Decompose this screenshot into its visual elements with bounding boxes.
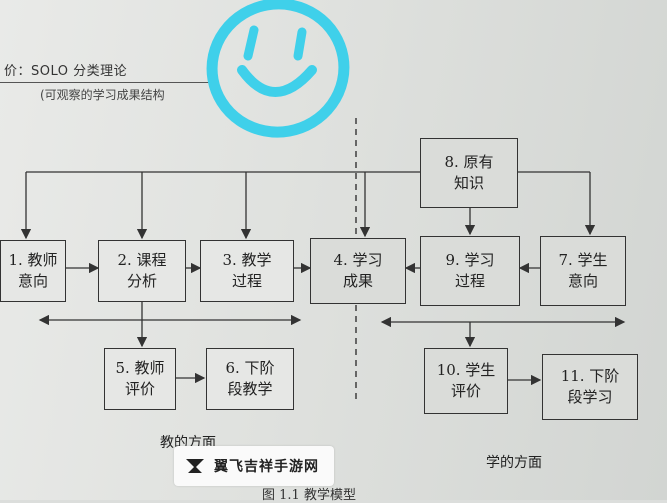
box-curriculum-analysis: 2. 课程 分析 — [98, 240, 186, 302]
smiley-face-icon — [206, 0, 350, 138]
box-teacher-evaluation: 5. 教师 评价 — [104, 348, 176, 410]
box-prior-knowledge: 8. 原有 知识 — [420, 138, 518, 208]
box-teaching-process: 3. 教学 过程 — [200, 240, 294, 302]
watermark-text: 翼飞吉祥手游网 — [214, 459, 319, 475]
box-learning-process: 9. 学习 过程 — [420, 236, 520, 306]
box-student-intention: 7. 学生 意向 — [540, 236, 626, 306]
figure-caption: 图 1.1 教学模型 — [262, 488, 356, 503]
section-header-title: 价：SOLO 分类理论 — [4, 64, 128, 79]
site-watermark: 翼飞吉祥手游网 — [174, 446, 334, 486]
box-student-evaluation: 10. 学生 评价 — [424, 348, 508, 414]
box-learning-outcome: 4. 学习 成果 — [310, 238, 406, 304]
box-next-stage-learning: 11. 下阶 段学习 — [542, 354, 638, 420]
header-divider — [0, 82, 215, 83]
brand-logo-icon — [186, 459, 204, 473]
section-header-subtitle: (可观察的学习成果结构 — [40, 88, 165, 102]
caption-learning-side: 学的方面 — [486, 455, 542, 471]
box-teacher-intention: 1. 教师 意向 — [0, 240, 66, 302]
box-next-stage-teaching: 6. 下阶 段教学 — [206, 348, 294, 410]
